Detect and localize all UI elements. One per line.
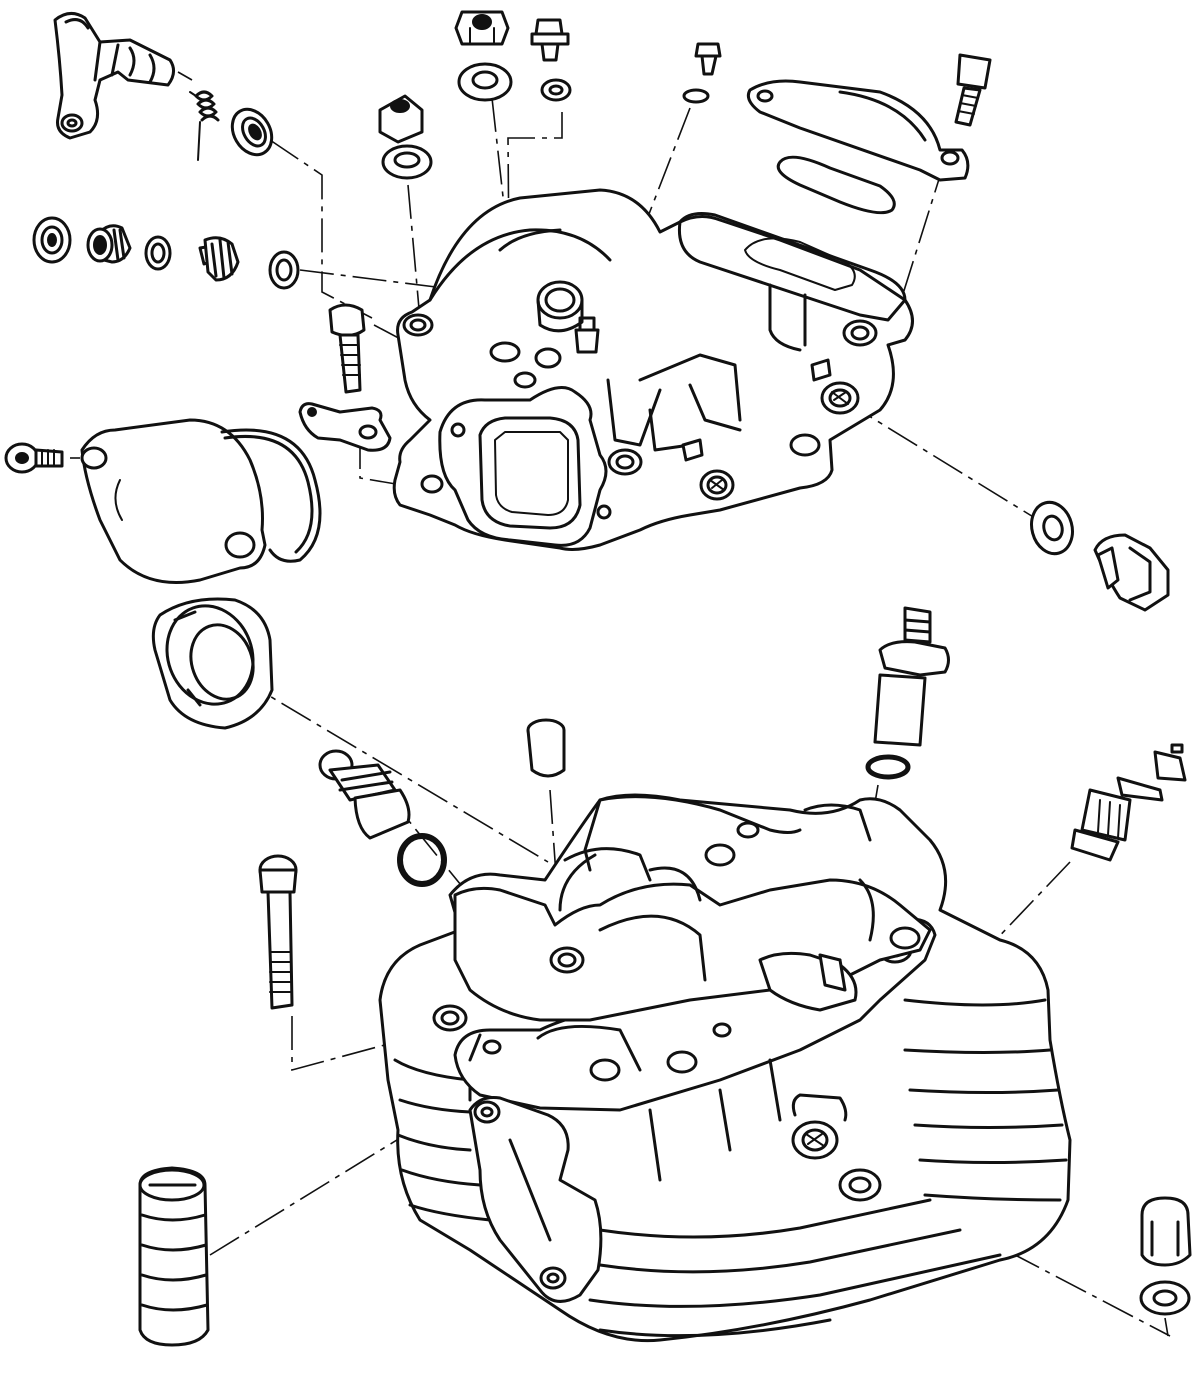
decompression-lever [53, 12, 175, 140]
tach-drive-assembly [32, 216, 300, 290]
washer-plug [1030, 500, 1074, 556]
oil-seal [230, 107, 274, 157]
o-ring-tappet [220, 428, 322, 563]
cap-screw-mid [328, 303, 366, 394]
cap-screw-left [4, 442, 64, 474]
plug-cap [1140, 1196, 1192, 1267]
cam-cover [746, 79, 970, 182]
valve-guide-exhaust [873, 606, 950, 747]
screw-small [694, 42, 722, 76]
o-ring-exhaust [865, 754, 911, 780]
spark-plug [1070, 743, 1187, 862]
cap-screw-long [258, 854, 298, 1010]
cap-screw-top-right [954, 53, 992, 127]
washer-cap [1139, 1280, 1191, 1316]
cylinder-head [378, 793, 1072, 1343]
dowel-pin [526, 718, 566, 778]
washer-small [540, 78, 572, 102]
o-ring-tiny [682, 88, 710, 104]
o-ring-intake [397, 833, 447, 887]
bracket-clip [298, 402, 392, 452]
cam-housing [392, 188, 914, 551]
washer [457, 62, 513, 102]
banjo-bolt-small [530, 18, 570, 62]
drain-plug [1093, 533, 1170, 612]
valve-guide-intake [318, 749, 411, 840]
spring [189, 90, 220, 161]
o-ring-cover [776, 155, 896, 215]
tappet-cover [80, 418, 267, 584]
washer-2 [381, 144, 433, 180]
tappet-adjuster [138, 1166, 210, 1347]
hex-nut [378, 94, 424, 144]
intake-manifold-ring [151, 597, 274, 730]
cap-nut [454, 10, 510, 46]
